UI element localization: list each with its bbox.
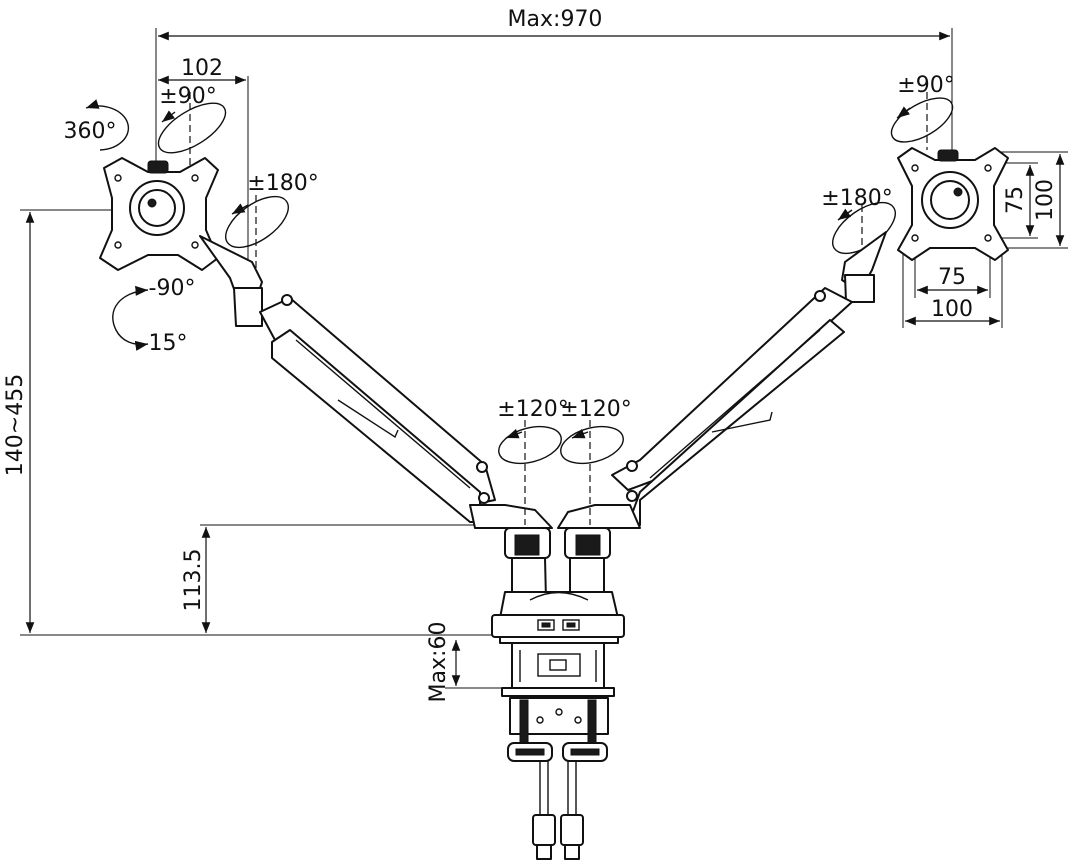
height-range-label: 140~455 — [3, 374, 28, 476]
base-height-dimension: 113.5 — [181, 524, 500, 633]
desk-clamp — [501, 642, 615, 762]
usb-base — [491, 614, 625, 644]
usb-cables — [532, 761, 584, 860]
left-tilt-range-indicator: -90° 15° — [112, 276, 196, 356]
vesa-v-75-label: 75 — [1003, 186, 1028, 214]
right-swivel-label: ±180° — [821, 186, 892, 211]
center-pole — [499, 527, 619, 619]
base-height-label: 113.5 — [181, 549, 206, 612]
left-arm-swivel-label: ±120° — [497, 397, 568, 422]
right-swivel-180-indicator: ±180° — [821, 186, 896, 262]
left-rotate-360-indicator: 360° — [64, 99, 130, 151]
right-arm-swivel-label: ±120° — [560, 397, 631, 422]
clamp-max-label: Max:60 — [426, 622, 451, 703]
left-arm-swivel-indicator: ±120° — [497, 397, 569, 525]
vesa-h-75-label: 75 — [938, 265, 966, 290]
clamp-max-dimension: Max:60 — [426, 622, 510, 703]
right-tilt-label: ±90° — [897, 73, 954, 98]
vesa-vertical-dimensions: 75 100 — [992, 151, 1068, 249]
left-swivel-180-indicator: ±180° — [225, 171, 319, 270]
right-tilt-90-indicator: ±90° — [890, 73, 955, 150]
left-tilt-90-indicator: ±90° — [157, 84, 227, 182]
right-arm — [557, 231, 887, 529]
left-swivel-label: ±180° — [247, 171, 318, 196]
left-offset-label: 102 — [181, 56, 223, 81]
right-arm-swivel-indicator: ±120° — [560, 397, 632, 525]
left-tilt-up-label: 15° — [149, 331, 188, 356]
vesa-horizontal-dimensions: 75 100 — [902, 252, 1003, 328]
overall-width-label: Max:970 — [508, 7, 603, 32]
height-range-dimension: 140~455 — [3, 209, 500, 636]
left-offset-dimension: 102 — [158, 56, 249, 270]
vesa-h-100-label: 100 — [931, 297, 973, 322]
right-vesa-plate — [897, 147, 1009, 261]
vesa-v-100-label: 100 — [1033, 179, 1058, 221]
left-vesa-plate — [99, 157, 219, 271]
left-rotate-label: 360° — [64, 119, 117, 144]
left-tilt-down-label: -90° — [149, 276, 196, 301]
left-tilt-label: ±90° — [159, 84, 216, 109]
overall-width-dimension: Max:970 — [155, 7, 953, 200]
left-arm — [199, 235, 553, 529]
